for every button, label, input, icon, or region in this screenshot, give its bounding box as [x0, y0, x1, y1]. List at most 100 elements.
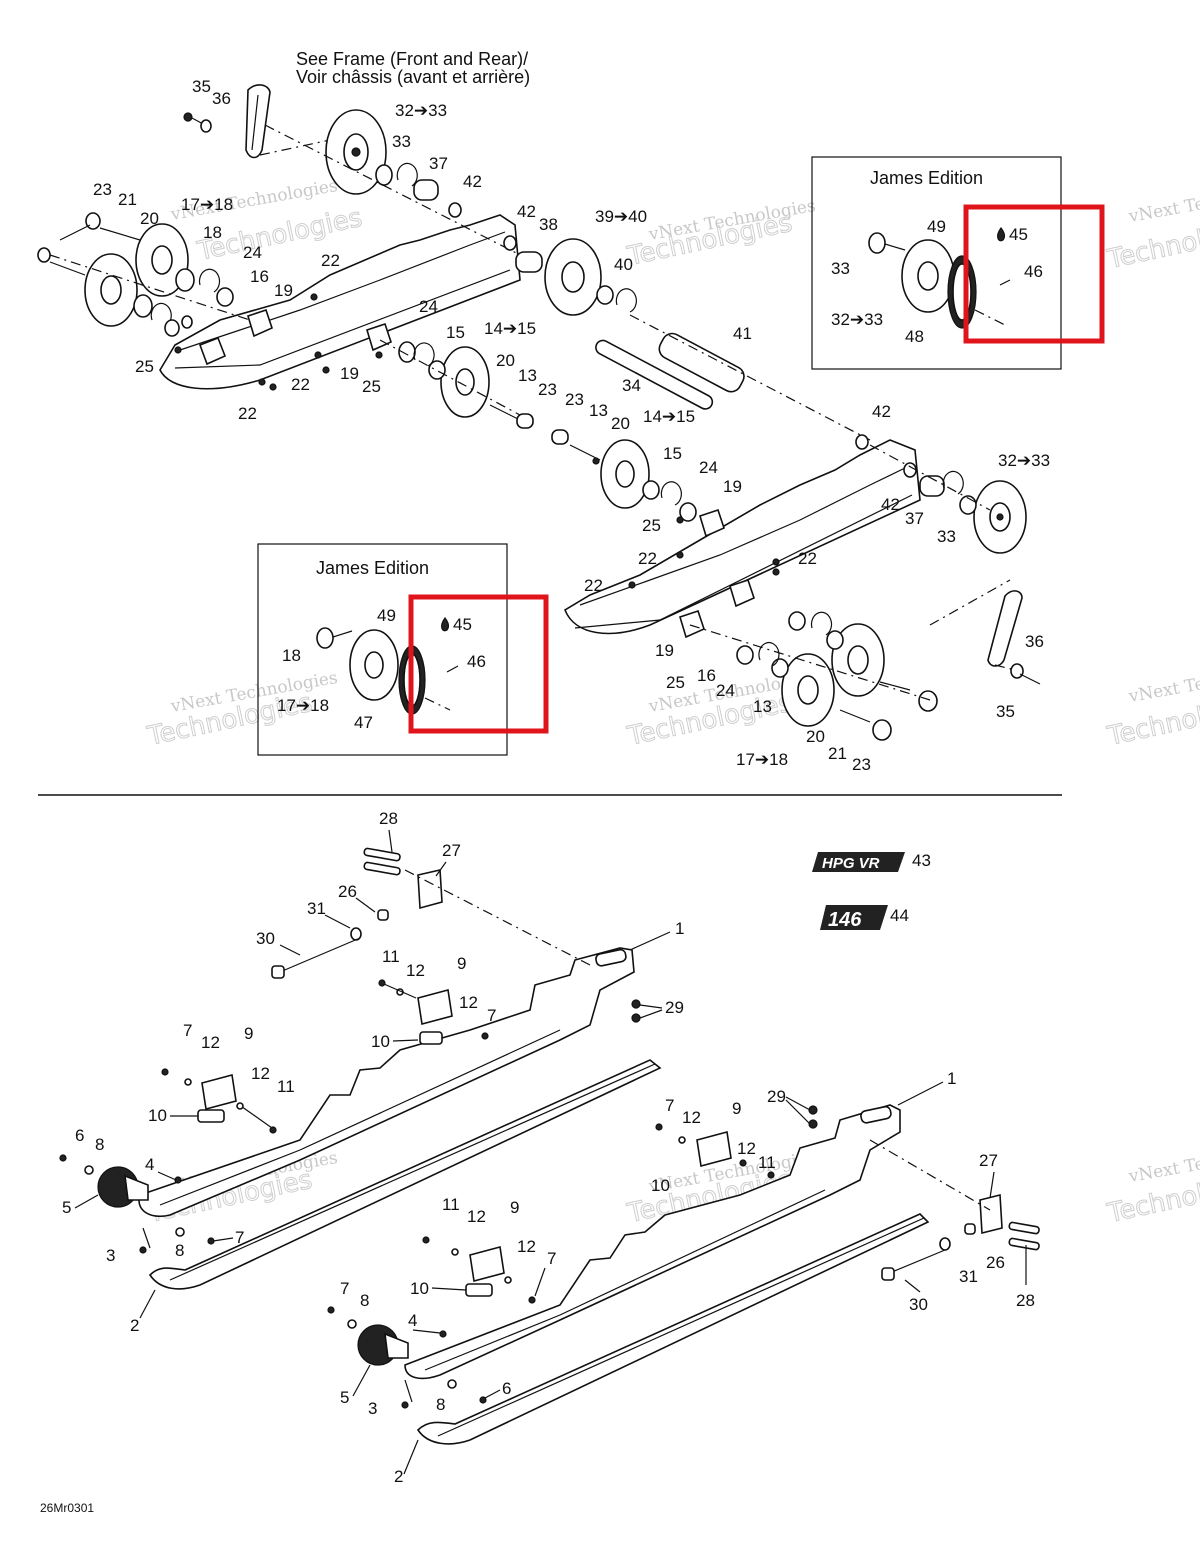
- callout: 42: [872, 402, 891, 421]
- callout: 23: [565, 390, 584, 409]
- cross-block-27-lower: [979, 1193, 1003, 1235]
- callout: 27: [979, 1151, 998, 1170]
- callout: 16: [697, 666, 716, 685]
- cross-block-27-upper: [417, 869, 443, 910]
- wheel-39-40: [544, 238, 602, 316]
- callout: 35: [192, 77, 211, 96]
- slide-rail-right: [404, 1104, 901, 1380]
- callout: 17➔18: [277, 696, 329, 715]
- callout: 10: [651, 1176, 670, 1195]
- callout: 29: [665, 998, 684, 1017]
- callout: 2: [394, 1467, 403, 1486]
- callout: 30: [256, 929, 275, 948]
- callout: 39➔40: [595, 207, 647, 226]
- callout: 36: [212, 89, 231, 108]
- callout: 12: [251, 1064, 270, 1083]
- callout: 36: [1025, 632, 1044, 651]
- callout: 31: [307, 899, 326, 918]
- callout: 10: [148, 1106, 167, 1125]
- callout: 40: [614, 255, 633, 274]
- bumper-left: [97, 1166, 149, 1208]
- callout: 49: [927, 217, 946, 236]
- callout: 25: [135, 357, 154, 376]
- callout: 44: [890, 906, 909, 925]
- callout: 10: [371, 1032, 390, 1051]
- callout: 42: [463, 172, 482, 191]
- callout: 5: [340, 1388, 349, 1407]
- idler-wheel-right: [973, 480, 1027, 554]
- callout: 2: [130, 1316, 139, 1335]
- callout: 13: [589, 401, 608, 420]
- wheel-left-inner: [135, 223, 189, 297]
- callout: 19: [723, 477, 742, 496]
- wheel-lower-right-a: [781, 653, 835, 727]
- frame-bracket-front: [245, 84, 271, 159]
- callout: 34: [622, 376, 641, 395]
- cross-shaft-41: [658, 332, 745, 393]
- callout: 6: [502, 1379, 511, 1398]
- callout: 13: [753, 697, 772, 716]
- callout: 35: [996, 702, 1015, 721]
- watermark-text: vNext Technologies: [1126, 1138, 1200, 1187]
- slider-block-left: [198, 308, 273, 366]
- callout: 12: [201, 1033, 220, 1052]
- bolts-lower: [271, 847, 1040, 1281]
- callout: 17➔18: [181, 195, 233, 214]
- callout: 48: [905, 327, 924, 346]
- callout: 4: [145, 1155, 154, 1174]
- callout: 46: [1024, 262, 1043, 281]
- callout: 1: [947, 1069, 956, 1088]
- callout: 3: [368, 1399, 377, 1418]
- callout: 22: [638, 549, 657, 568]
- callout: 26: [338, 882, 357, 901]
- callout: 15: [663, 444, 682, 463]
- callout: 38: [539, 215, 558, 234]
- callout: 19: [340, 364, 359, 383]
- callout: 12: [406, 961, 425, 980]
- wheel-lower-right-b: [831, 623, 885, 697]
- callout: 12: [517, 1237, 536, 1256]
- callout: 33: [392, 132, 411, 151]
- callout: 37: [905, 509, 924, 528]
- callout: 24: [699, 458, 718, 477]
- watermark-text: vNext Technologies: [1126, 658, 1200, 707]
- callout: 18: [282, 646, 301, 665]
- callouts-lower: 28 27 26 31 30 1 11 12 9 12 7 29 10 7 12…: [62, 809, 1035, 1486]
- callout: 5: [62, 1198, 71, 1217]
- callout: 18: [203, 223, 222, 242]
- slider-block-9-right: [696, 1130, 732, 1168]
- callout: 22: [321, 251, 340, 270]
- screws-lower: [59, 979, 775, 1409]
- callouts-upper: 35 36 32➔33 33 37 42 42 38 39➔40 40 41 3…: [93, 77, 1050, 774]
- callout: 7: [183, 1021, 192, 1040]
- callout: 28: [1016, 1291, 1035, 1310]
- callout: 47: [354, 713, 373, 732]
- callout: 15: [446, 323, 465, 342]
- callout: 24: [419, 297, 438, 316]
- callout: 22: [798, 549, 817, 568]
- callout: 20: [140, 209, 159, 228]
- callout: 31: [959, 1267, 978, 1286]
- callout: 22: [584, 576, 603, 595]
- fasteners-upper: [174, 112, 780, 589]
- callout: 8: [175, 1241, 184, 1260]
- callout: 9: [244, 1024, 253, 1043]
- callout: 23: [852, 755, 871, 774]
- callout: 37: [429, 154, 448, 173]
- slide-left: [148, 1059, 662, 1290]
- callout: 9: [510, 1198, 519, 1217]
- wheel-mid-upper: [440, 346, 490, 418]
- callout: 30: [909, 1295, 928, 1314]
- callout: 29: [767, 1087, 786, 1106]
- callout: 17➔18: [736, 750, 788, 769]
- callout: 42: [517, 202, 536, 221]
- callout: 43: [912, 851, 931, 870]
- callout: 33: [937, 527, 956, 546]
- callout: 42: [881, 495, 900, 514]
- callout: 14➔15: [643, 407, 695, 426]
- callout: 21: [118, 190, 137, 209]
- callout: 24: [243, 243, 262, 262]
- callout: 21: [828, 744, 847, 763]
- callout: 8: [360, 1291, 369, 1310]
